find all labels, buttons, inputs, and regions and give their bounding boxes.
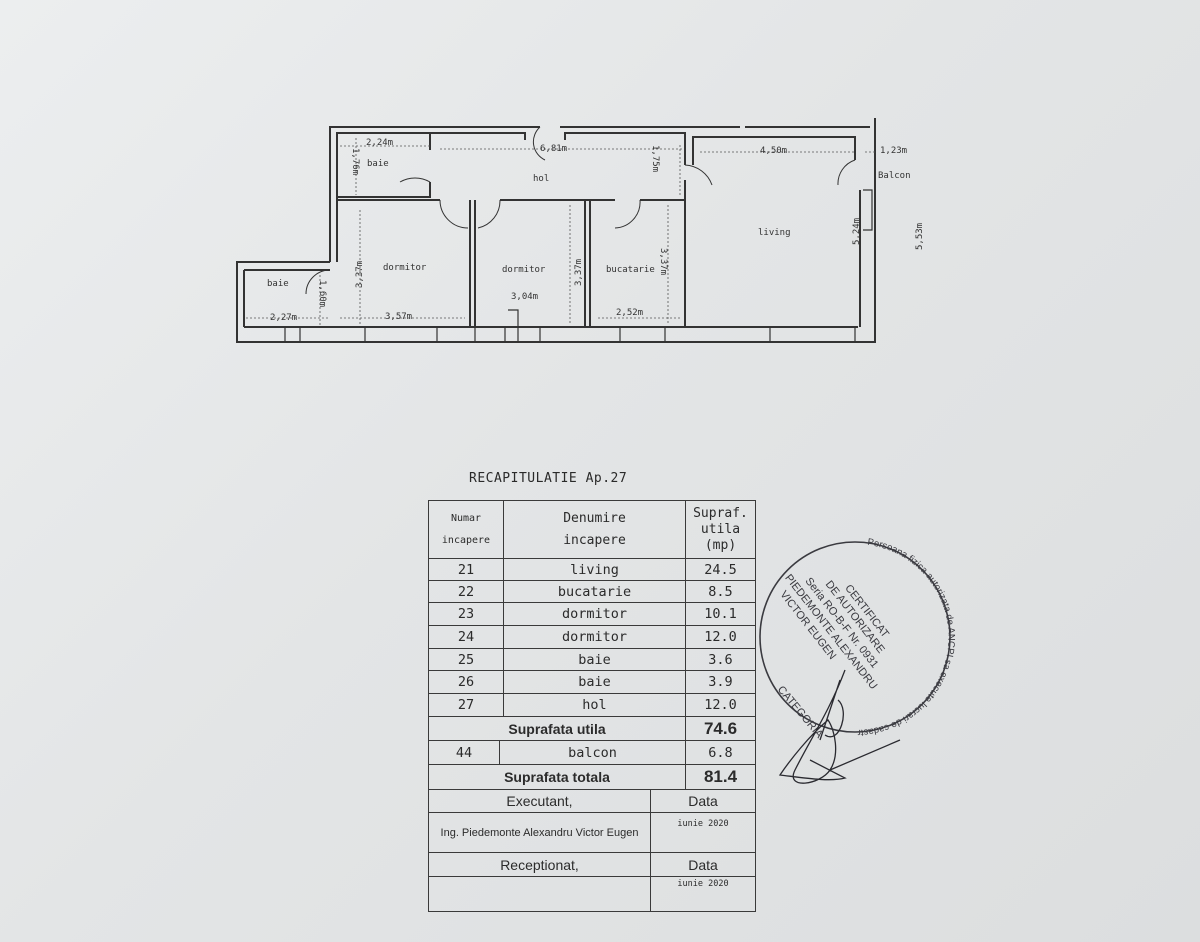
room-label-baie-top: baie (367, 159, 389, 169)
receptionat-date: iunie 2020 (650, 876, 756, 912)
signature (778, 669, 901, 784)
wall-room-bottoms (243, 269, 858, 328)
executant-label: Executant, (428, 789, 651, 813)
suprafata-totala-label: Suprafata totala (428, 764, 686, 790)
dim-label: 3,04m (511, 292, 539, 302)
header-numar: Numar incapere (428, 500, 504, 559)
room-label-balcon: Balcon (878, 171, 911, 181)
cell-nr: 26 (428, 670, 504, 694)
room-label-hol: hol (533, 174, 550, 184)
wall-partition (469, 200, 686, 327)
cell-nr: 22 (428, 580, 504, 603)
recap-title: RECAPITULATIE Ap.27 (469, 471, 628, 486)
cell-area: 8.5 (685, 580, 756, 603)
executant-name: Ing. Piedemonte Alexandru Victor Eugen (428, 812, 651, 853)
cell-area: 24.5 (685, 558, 756, 581)
data-label: Data (650, 852, 756, 877)
window (284, 189, 873, 342)
suprafata-utila-value: 74.6 (685, 716, 756, 741)
suprafata-utila-label: Suprafata utila (428, 716, 686, 741)
header-supraf: Supraf. utila (mp) (685, 500, 756, 559)
suprafata-totala-value: 81.4 (685, 764, 756, 790)
dim-label: 5,24m (852, 217, 862, 245)
stamp-category: CATEGORIA (775, 684, 826, 741)
dim-label: 3,37m (574, 258, 584, 286)
room-label-bucatarie: bucatarie (606, 265, 655, 275)
cell-area: 3.9 (685, 670, 756, 694)
room-label-dormitor: dormitor (383, 263, 427, 273)
wall-hol-top (430, 132, 686, 165)
cell-nr: 27 (428, 693, 504, 717)
wall-living-top (692, 136, 856, 165)
cell-name: baie (503, 648, 686, 671)
executant-date: iunie 2020 (650, 812, 756, 853)
floor-plan (236, 118, 876, 343)
cell-nr: 21 (428, 558, 504, 581)
header-text: incapere (563, 532, 626, 548)
dim-label: 6,81m (540, 144, 568, 154)
dim-label: 5,53m (915, 222, 925, 250)
dim-label: 2,27m (270, 313, 298, 323)
header-text: Supraf. (693, 505, 748, 521)
outer-wall (236, 118, 876, 343)
dim-label: 3,37m (658, 248, 668, 276)
header-text: utila (700, 521, 741, 537)
dim-label: 2,24m (366, 138, 394, 148)
cell-name: dormitor (503, 625, 686, 649)
cell-area: 12.0 (685, 693, 756, 717)
recap-table: Numar incapere Denumire incapere Supraf.… (428, 500, 756, 912)
room-label-living: living (758, 228, 791, 238)
cell-nr: 24 (428, 625, 504, 649)
cell-name: baie (503, 670, 686, 694)
header-denumire: Denumire incapere (503, 500, 686, 559)
receptionat-signature-cell (428, 876, 651, 912)
cell-nr: 44 (428, 740, 500, 765)
cell-name: balcon (499, 740, 686, 765)
cell-nr: 25 (428, 648, 504, 671)
header-text: Numar (450, 512, 482, 524)
cell-area: 3.6 (685, 648, 756, 671)
header-text: Denumire (563, 510, 626, 526)
cell-name: hol (503, 693, 686, 717)
cell-area: 10.1 (685, 602, 756, 626)
dim-label: 3,37m (355, 260, 365, 288)
data-label: Data (650, 789, 756, 813)
room-label-dormitor: dormitor (502, 265, 546, 275)
cell-name: bucatarie (503, 580, 686, 603)
receptionat-label: Receptionat, (428, 852, 651, 877)
cell-nr: 23 (428, 602, 504, 626)
room-label-baie-left: baie (267, 279, 289, 289)
cell-area: 6.8 (685, 740, 756, 765)
dim-label: 1,23m (880, 146, 908, 156)
dim-label: 3,57m (385, 312, 413, 322)
door-arc (305, 126, 856, 295)
dim-label: 1,76m (350, 148, 360, 176)
dim-label: 4,50m (760, 146, 788, 156)
dim-label: 1,60m (317, 280, 327, 308)
header-text: (mp) (704, 537, 737, 553)
header-text: incapere (441, 534, 491, 546)
dim-label: 2,52m (616, 308, 644, 318)
authorization-stamp: Persoana fizica autorizata de ANCPI sa e… (750, 520, 957, 784)
dim-label: 1,75m (650, 145, 660, 173)
cell-name: living (503, 558, 686, 581)
wall-baie-top (336, 132, 431, 262)
cell-name: dormitor (503, 602, 686, 626)
cell-area: 12.0 (685, 625, 756, 649)
